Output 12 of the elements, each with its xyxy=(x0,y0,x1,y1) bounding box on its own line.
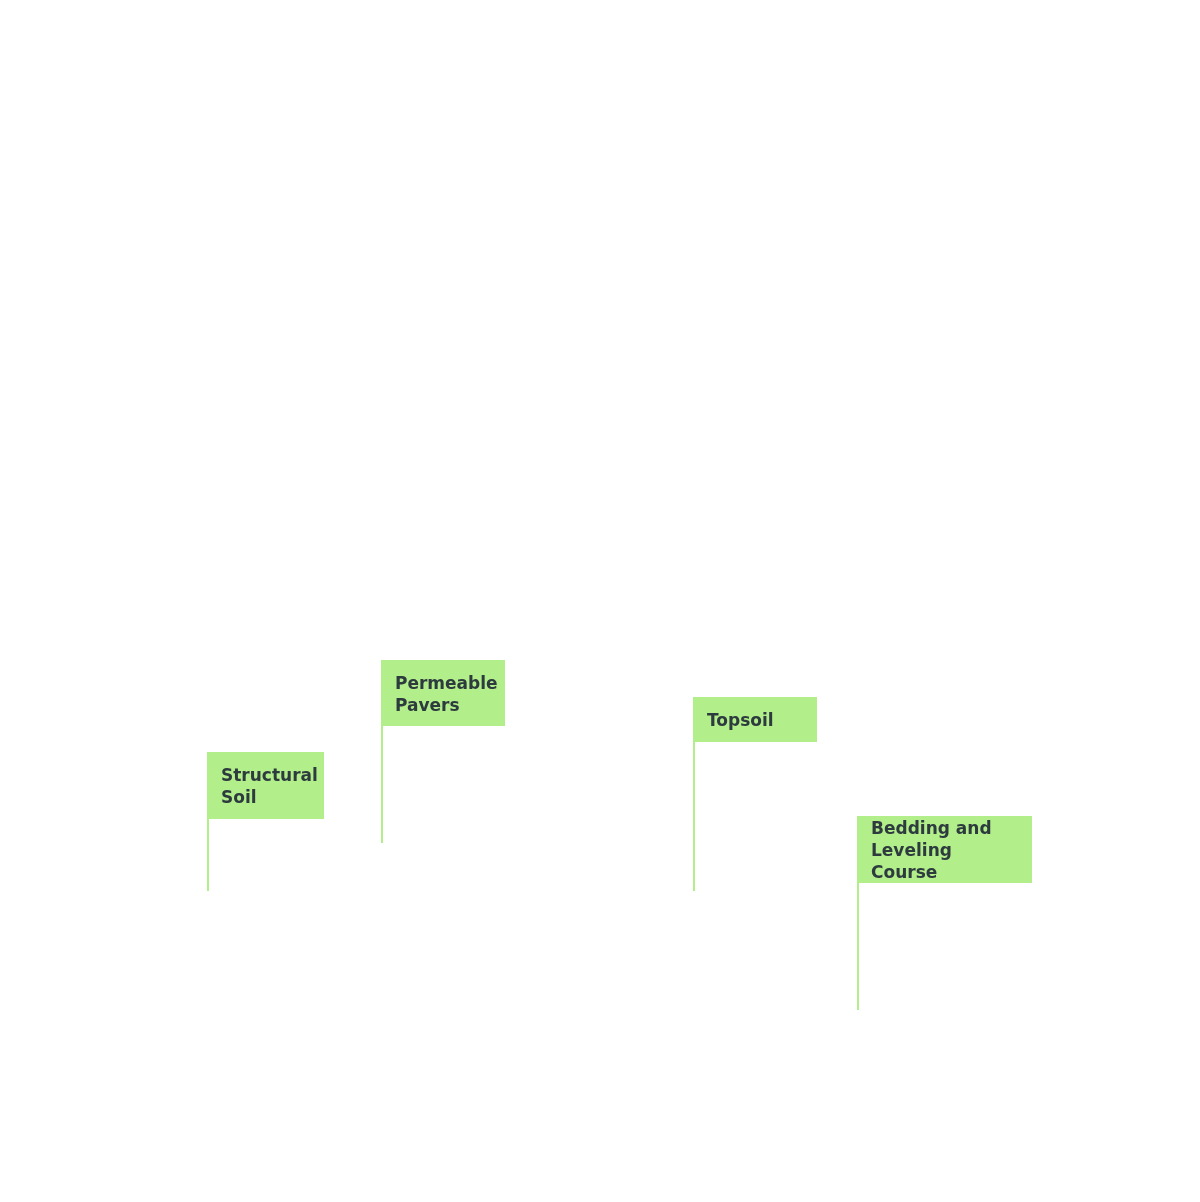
label-flag xyxy=(857,816,1032,883)
label-flag xyxy=(693,697,817,742)
leader-line xyxy=(857,882,859,1011)
leader-line xyxy=(693,741,695,892)
layer-label: Permeable Pavers xyxy=(395,671,498,716)
leader-line xyxy=(381,725,383,844)
label-flag xyxy=(381,660,505,726)
leader-line xyxy=(207,818,209,892)
label-flag xyxy=(207,752,324,819)
layer-label: Bedding and Leveling Course xyxy=(871,817,993,883)
layer-label: Topsoil xyxy=(707,709,774,731)
layer-label: Structural Soil xyxy=(221,764,318,808)
